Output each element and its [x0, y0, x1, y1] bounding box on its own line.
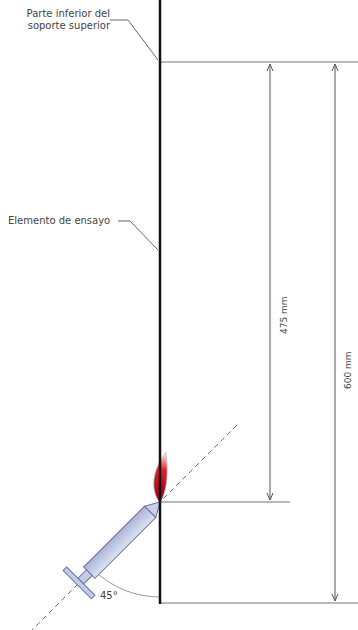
part-label: Parte inferior del soporte superior [2, 8, 110, 32]
test-element-line [159, 0, 162, 604]
leader-line [118, 221, 158, 250]
dimension-line [335, 64, 336, 601]
leader-line [110, 20, 158, 60]
bottom-reference-line [160, 603, 358, 604]
dimension-label: 475 mm [278, 296, 290, 334]
burner [63, 488, 174, 599]
dimension-line [270, 64, 271, 500]
flame-reference-line [160, 502, 290, 503]
part-label: Elemento de ensayo [8, 215, 110, 227]
burner-axis [30, 425, 237, 630]
dimension-label: 600 mm [342, 351, 354, 389]
part-label: 45° [100, 590, 118, 602]
top-reference-line [160, 62, 358, 63]
